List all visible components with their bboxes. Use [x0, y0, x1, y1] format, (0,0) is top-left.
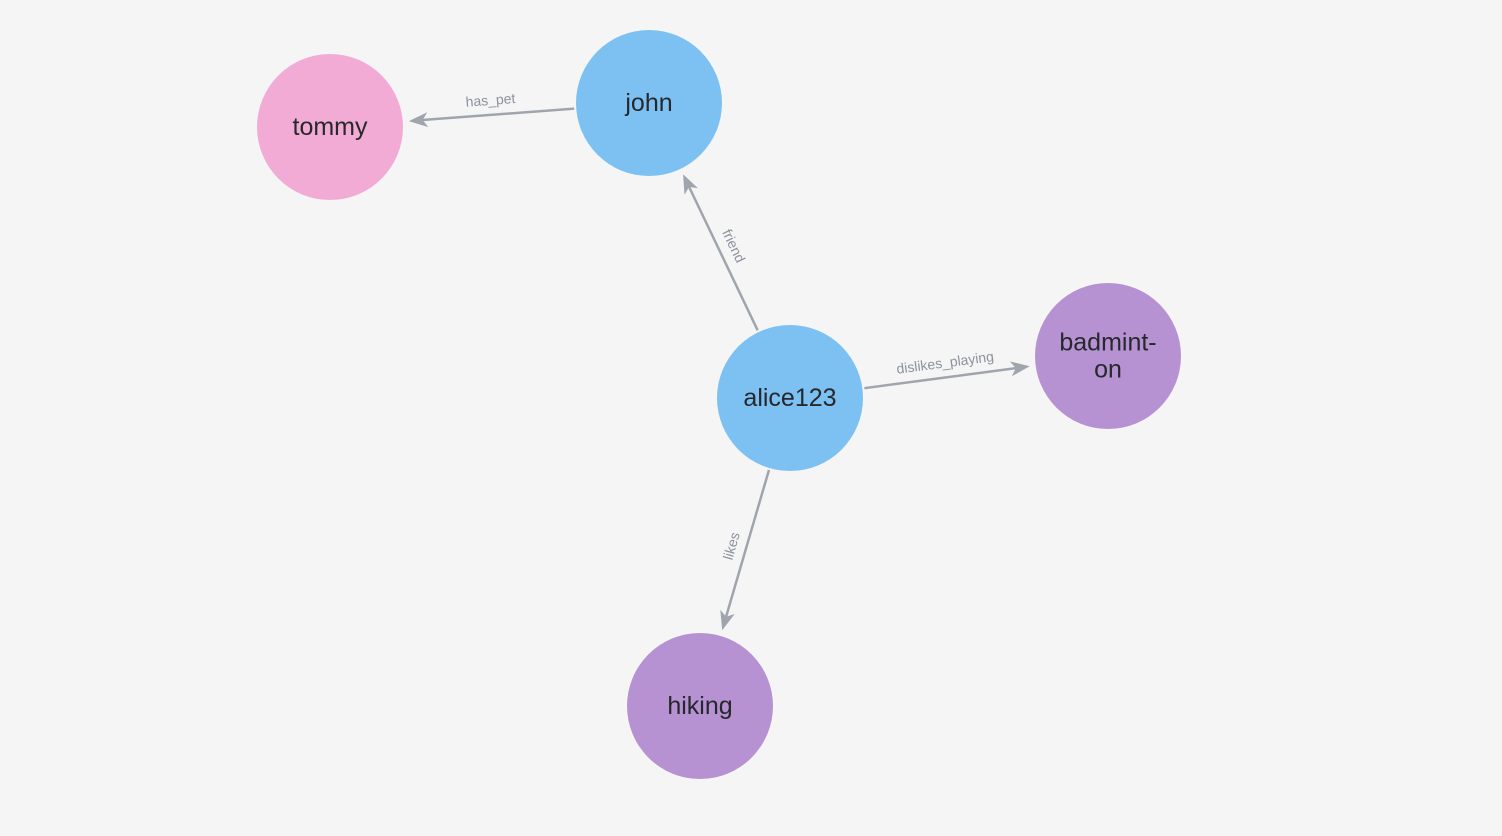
edge-line-likes[interactable]	[724, 469, 771, 620]
edge-line-has_pet[interactable]	[420, 107, 575, 122]
node-circle-john[interactable]	[576, 30, 722, 176]
arrowhead-icon	[408, 112, 429, 128]
edge-line-dislikes_playing[interactable]	[864, 366, 1018, 390]
arrowhead-icon	[1009, 361, 1030, 377]
graph-node-alice123[interactable]: alice123	[717, 325, 863, 471]
arrowhead-icon	[720, 609, 735, 631]
graph-edge-likes[interactable]: likes	[720, 469, 771, 631]
graph-edge-friend[interactable]: friend	[683, 174, 759, 331]
graph-node-hiking[interactable]: hiking	[627, 633, 773, 779]
edge-line-friend[interactable]	[687, 184, 759, 331]
arrowhead-icon	[683, 174, 698, 195]
graph-edge-has_pet[interactable]: has_pet	[408, 90, 575, 128]
graph-node-badminton[interactable]: badmint-on	[1035, 283, 1181, 429]
node-circle-alice123[interactable]	[717, 325, 863, 471]
graph-node-tommy[interactable]: tommy	[257, 54, 403, 200]
edge-label-has_pet[interactable]: has_pet	[465, 90, 516, 110]
node-circle-badminton[interactable]	[1035, 283, 1181, 429]
graph-edge-dislikes_playing[interactable]: dislikes_playing	[864, 348, 1030, 390]
node-circle-hiking[interactable]	[627, 633, 773, 779]
node-circle-tommy[interactable]	[257, 54, 403, 200]
graph-node-john[interactable]: john	[576, 30, 722, 176]
edge-label-likes[interactable]: likes	[720, 530, 743, 561]
